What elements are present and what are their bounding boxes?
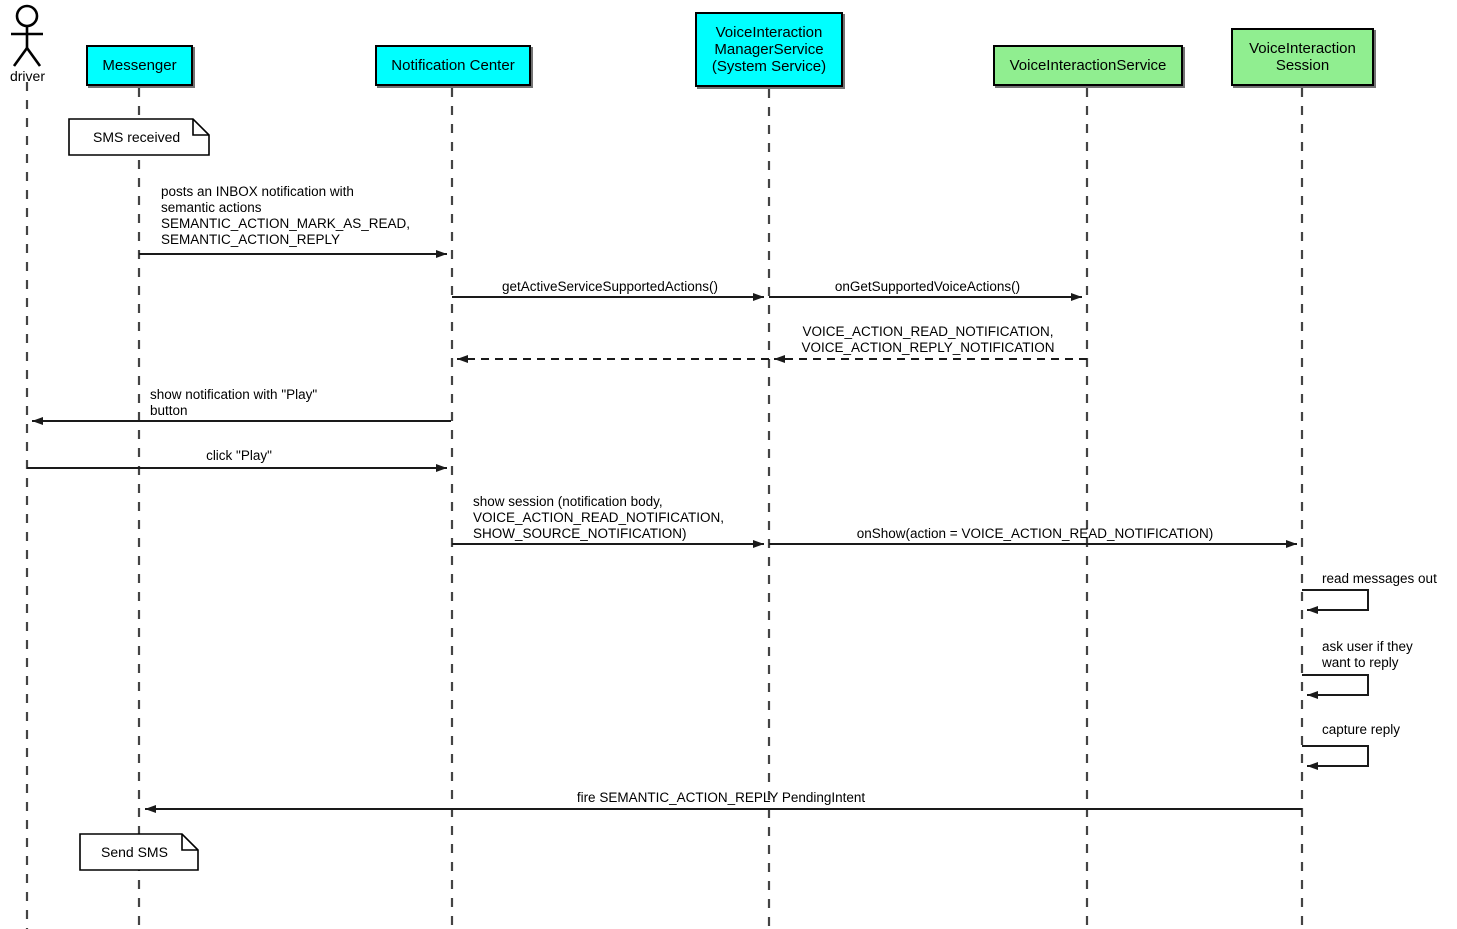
self-ask-user-if-they-want-to-reply-label: ask user if they want to reply — [1322, 639, 1413, 670]
note-sms-received-shape — [68, 118, 210, 156]
msg-fire-semantic-action-reply-pending-intent-label: fire SEMANTIC_ACTION_REPLY PendingIntent — [576, 790, 866, 805]
participant-notification-center[interactable]: Notification Center — [375, 45, 531, 86]
note-send-sms-label: Send SMS — [101, 844, 168, 860]
msg-return-voice-actions-label: VOICE_ACTION_READ_NOTIFICATION, VOICE_AC… — [801, 324, 1055, 355]
self-read-messages-out-arrow — [1302, 589, 1369, 614]
participant-voice-interaction-session[interactable]: VoiceInteraction Session — [1231, 28, 1374, 86]
note-send-sms-shape — [79, 833, 199, 871]
note-sms-received-label: SMS received — [93, 129, 181, 145]
self-capture-reply-arrow — [1302, 745, 1369, 770]
msg-show-session-label: show session (notification body, VOICE_A… — [473, 494, 725, 541]
self-capture-reply-label: capture reply — [1322, 722, 1401, 737]
actor-driver-label: driver — [9, 68, 45, 84]
msg-post-inbox-notification-label: posts an INBOX notification with semanti… — [161, 184, 411, 247]
actor-driver-icon — [11, 4, 43, 67]
msg-show-notification-play-button-label: show notification with "Play" button — [150, 387, 318, 418]
lifelines-group — [25, 82, 1304, 929]
self-read-messages-out-label: read messages out — [1322, 571, 1437, 586]
messages-group — [27, 250, 1302, 813]
msg-click-play-label: click "Play" — [206, 448, 272, 463]
participant-voice-interaction-manager-service[interactable]: VoiceInteraction ManagerService (System … — [695, 12, 843, 87]
msg-get-active-service-supported-actions-label: getActiveServiceSupportedActions() — [501, 279, 719, 294]
self-ask-user-if-they-want-to-reply-arrow — [1302, 674, 1369, 699]
msg-on-show-label: onShow(action = VOICE_ACTION_READ_NOTIFI… — [856, 526, 1214, 541]
msg-on-get-supported-voice-actions-label: onGetSupportedVoiceActions() — [834, 279, 1021, 294]
participant-voice-interaction-service[interactable]: VoiceInteractionService — [993, 45, 1183, 86]
self-messages-group — [1302, 589, 1369, 770]
participant-messenger[interactable]: Messenger — [86, 45, 193, 86]
